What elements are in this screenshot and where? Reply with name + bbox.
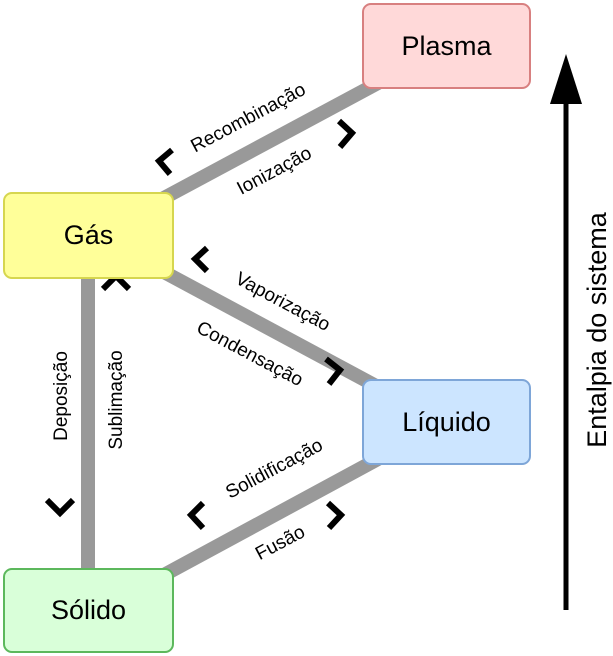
label-condensation: Condensação [193,317,306,391]
enthalpy-axis: Entalpia do sistema [550,54,612,610]
state-solid: Sólido [3,568,174,653]
state-gas: Gás [3,192,174,279]
axis-label: Entalpia do sistema [582,211,612,448]
chevron-left-icon [154,147,174,176]
connector-solid-liquid [158,452,382,583]
connector-gas-liquid [158,264,382,394]
arrow-up-icon [550,54,582,104]
label-deposition: Deposição [51,351,72,441]
label-vaporization: Vaporização [232,268,334,335]
state-plasma: Plasma [362,3,531,89]
label-sublimation: Sublimação [106,350,127,449]
state-gas-label: Gás [63,220,114,250]
chevron-right-icon [336,118,357,149]
state-plasma-label: Plasma [401,30,492,61]
chevron-left-icon [190,245,210,274]
chevron-right-icon [324,356,345,386]
state-solid-label: Sólido [50,595,127,625]
state-liquid-label: Líquido [402,406,491,437]
state-liquid: Líquido [362,379,531,465]
chevron-right-icon [325,500,346,531]
chevron-down-icon [44,497,76,518]
connector-gas-plasma [158,76,382,206]
chevron-left-icon [186,500,206,531]
connectors [81,76,382,583]
